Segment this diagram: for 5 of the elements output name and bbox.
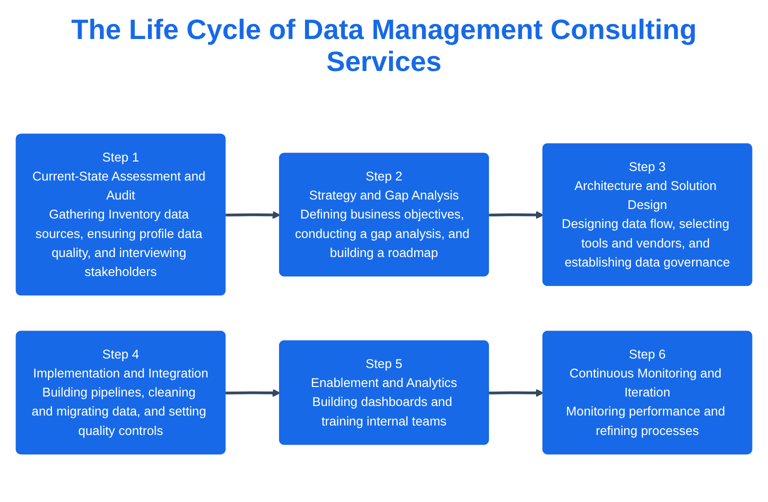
arrow	[226, 211, 280, 220]
arrow	[226, 389, 280, 398]
arrow	[488, 211, 544, 220]
title: The Life Cycle of Data Management Consulting Services	[70, 14, 698, 78]
arrow	[488, 389, 544, 398]
